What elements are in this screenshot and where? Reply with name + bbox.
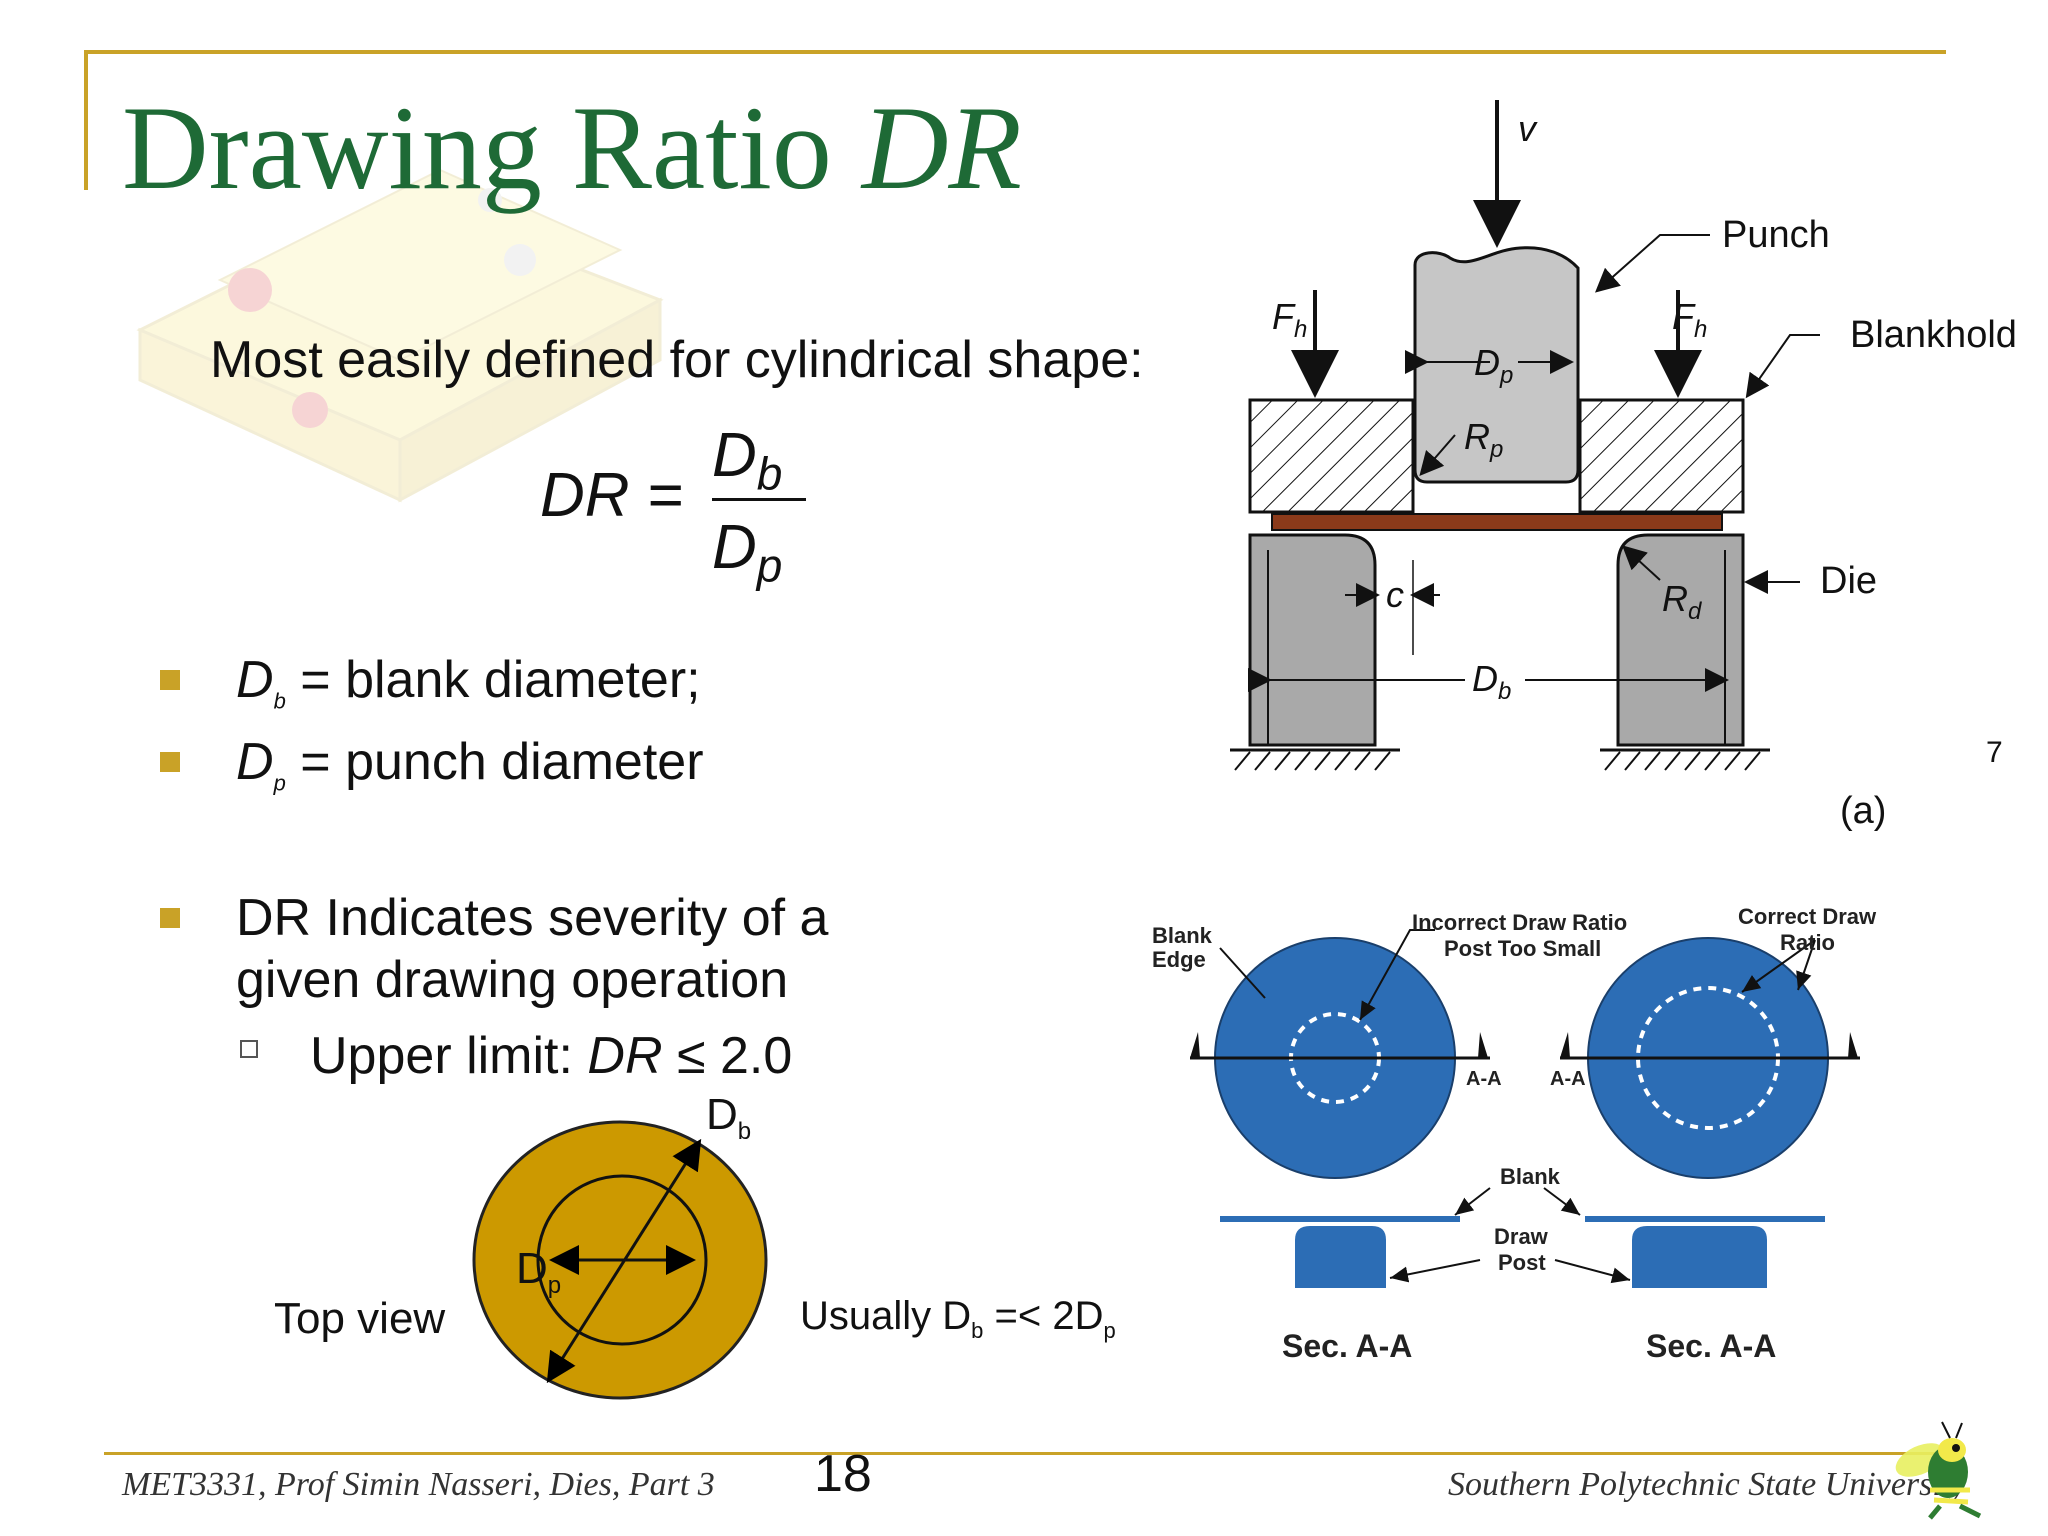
- formula-denominator: Dp: [712, 513, 783, 592]
- bullet-marker: [160, 908, 180, 928]
- left-accent-line: [84, 50, 88, 190]
- sub-bullet-upper-limit: Upper limit: DR ≤ 2.0: [310, 1027, 793, 1085]
- label-db-press: Db: [1472, 658, 1512, 706]
- label-blank: Blank: [1500, 1164, 1560, 1189]
- label-sec-aa-left: Sec. A-A: [1282, 1328, 1413, 1364]
- die-left: [1248, 533, 1377, 747]
- bullet-punch-diameter: Dp = punch diameter: [236, 733, 704, 796]
- bullet-dr-line2: given drawing operation: [236, 951, 789, 1009]
- subtitle: Most easily defined for cylindrical shap…: [210, 331, 1144, 389]
- label-punch: Punch: [1722, 214, 1830, 256]
- top-view-diagram: [472, 1120, 768, 1400]
- label-rd: Rd: [1662, 578, 1702, 626]
- label-dp: Dp: [516, 1244, 562, 1299]
- label-ratio: Ratio: [1780, 930, 1835, 955]
- blank-sheet: [1271, 513, 1723, 531]
- label-fh-left: Fh: [1272, 296, 1308, 344]
- post-section-1: [1295, 1226, 1386, 1288]
- label-dp-press: Dp: [1474, 342, 1514, 390]
- formula-lhs: DR =: [540, 461, 683, 530]
- label-sec-aa-right: Sec. A-A: [1646, 1328, 1777, 1364]
- label-draw: Draw: [1494, 1224, 1548, 1249]
- page-number: 18: [814, 1445, 872, 1503]
- label-figure-a: (a): [1840, 790, 1887, 832]
- post-section-2: [1632, 1226, 1767, 1288]
- label-post: Post: [1498, 1250, 1546, 1275]
- label-clearance: c: [1386, 574, 1404, 615]
- top-accent-line: [86, 50, 1946, 54]
- footer-course: MET3331, Prof Simin Nasseri, Dies, Part …: [122, 1466, 715, 1503]
- usually-note: Usually Db =< 2Dp: [800, 1294, 1116, 1343]
- footer-line: [104, 1452, 1944, 1455]
- punch: [1413, 246, 1580, 484]
- corner-mark: 7: [1986, 736, 2003, 769]
- label-die: Die: [1820, 560, 1878, 602]
- label-blankholder: Blankhold: [1850, 314, 2017, 356]
- label-incorrect-draw-ratio: Incorrect Draw Ratio: [1412, 910, 1628, 935]
- footer-university: Southern Polytechnic State University: [1448, 1466, 1967, 1503]
- sub-bullet-marker: [240, 1040, 258, 1058]
- bullet-dr-line1: DR Indicates severity of a: [236, 889, 829, 947]
- deep-drawing-press-diagram: [1230, 100, 1820, 771]
- label-db: Db: [706, 1090, 752, 1145]
- label-correct-draw: Correct Draw: [1738, 904, 1877, 929]
- label-section-aa-1: A-A: [1466, 1068, 1502, 1090]
- label-section-aa-2: A-A: [1550, 1068, 1586, 1090]
- university-mascot-logo: [1895, 1421, 1982, 1520]
- formula-numerator: Db: [712, 421, 783, 500]
- draw-ratio-diagram: [1190, 929, 1860, 1288]
- blankholder-left: [1248, 398, 1415, 514]
- bullet-marker: [160, 670, 180, 690]
- top-view-caption: Top view: [274, 1294, 446, 1343]
- blank-section-2: [1585, 1216, 1825, 1222]
- bullet-blank-diameter: Db = blank diameter;: [236, 651, 701, 714]
- label-rp: Rp: [1464, 416, 1504, 464]
- bullet-marker: [160, 752, 180, 772]
- label-velocity: v: [1518, 108, 1536, 149]
- label-post-too-small: Post Too Small: [1444, 936, 1602, 961]
- label-fh-right: Fh: [1672, 296, 1708, 344]
- label-blank-edge: Blank Edge: [1152, 923, 1212, 973]
- fraction-bar: [712, 498, 806, 501]
- slide-title: Drawing Ratio DR: [122, 81, 1022, 214]
- background-die-watermark: [136, 168, 664, 503]
- blank-section-1: [1220, 1216, 1460, 1222]
- blankholder-right: [1578, 398, 1745, 514]
